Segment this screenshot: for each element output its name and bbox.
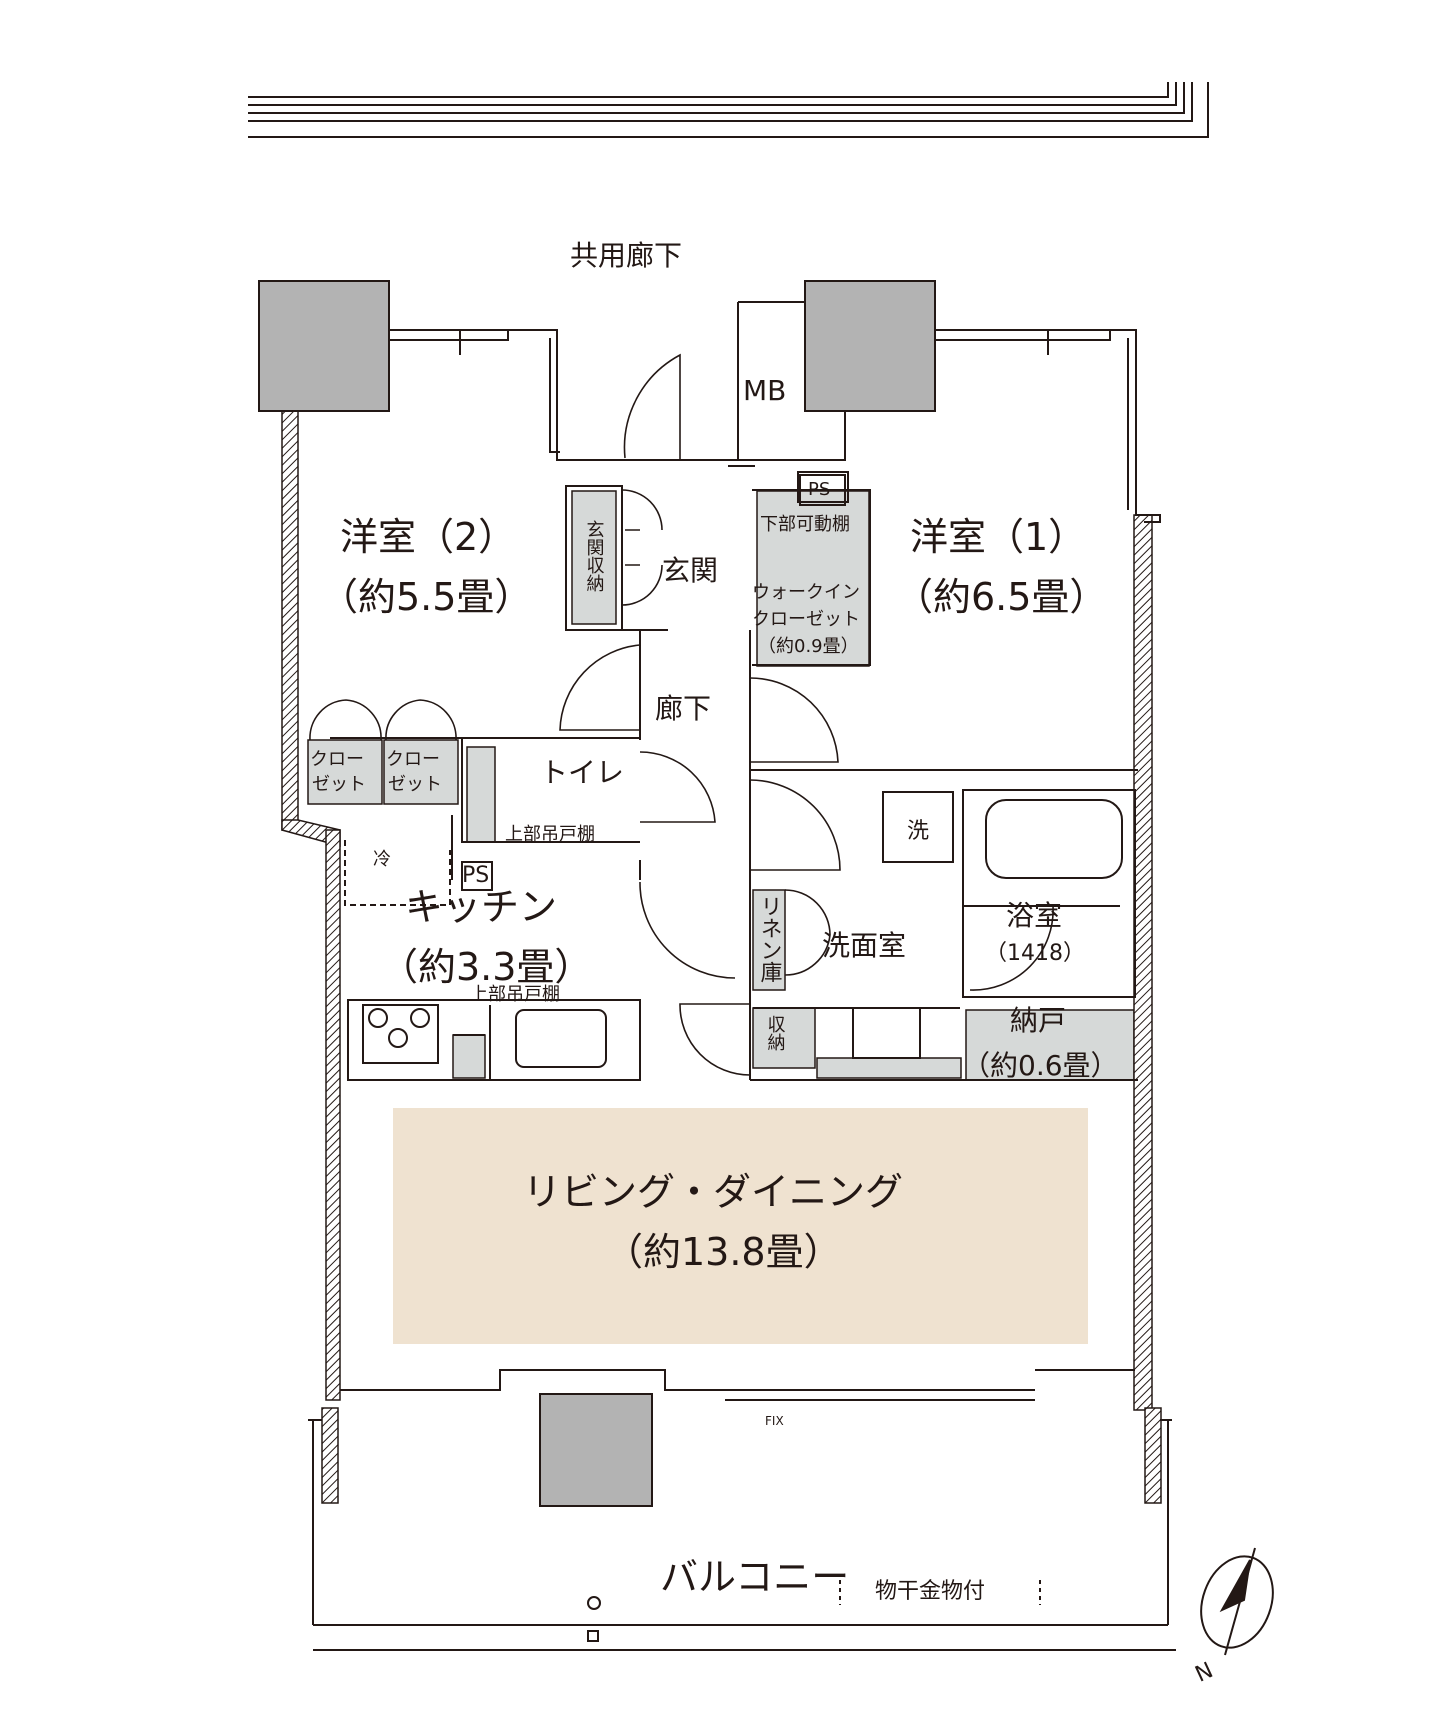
hallway-label: 廊下 (655, 692, 711, 725)
closet-a-line2: ゼット (312, 774, 366, 795)
nando-name: 納戸 (1010, 1004, 1066, 1037)
kitchen-size: （約3.3畳） (380, 945, 592, 989)
wic-line1: ウォークイン (752, 582, 860, 603)
closet-b-line1: クロー (386, 749, 440, 770)
entrance-storage-fill (571, 490, 617, 625)
living-floor (393, 1108, 1088, 1344)
fridge-label: 冷 (373, 849, 391, 870)
north-compass (1200, 1547, 1274, 1656)
closet-doors-room2 (309, 699, 457, 741)
bath-size: （1418） (985, 941, 1085, 966)
upper-cabinet-1: 上部吊戸棚 (505, 824, 595, 845)
room2-size: （約5.5畳） (320, 575, 532, 619)
bath-door (969, 905, 1054, 991)
mb-label: MB (743, 374, 786, 407)
balcony-label: バルコニー (660, 1555, 849, 1599)
room1-door (749, 677, 839, 763)
closet-b-line2: ゼット (388, 774, 442, 795)
column-nw (258, 280, 390, 412)
closet-a-fill (307, 739, 383, 805)
wall-balcony-east (1144, 1407, 1162, 1504)
closet-a-line1: クロー (310, 749, 364, 770)
hatched-walls (281, 409, 1162, 1504)
wic-fill (756, 490, 870, 667)
washer-label: 洗 (907, 819, 929, 844)
lower-shelf-label: 下部可動棚 (760, 514, 850, 535)
living-name: リビング・ダイニング (523, 1170, 903, 1214)
wall-east (1133, 514, 1153, 1411)
drying-label: 物干金物付 (875, 1579, 985, 1604)
room2-door (559, 644, 641, 731)
wic-line2: クローゼット (752, 609, 860, 630)
exterior-lines (248, 82, 1209, 138)
entrance-storage-doors (621, 489, 663, 606)
toilet-label: トイレ (540, 756, 624, 789)
column-n (804, 280, 936, 412)
bath-name: 浴室 (1006, 899, 1062, 932)
walls (308, 301, 1176, 1651)
living-size: （約13.8畳） (605, 1230, 842, 1274)
upper-cabinet-2: 上部吊戸棚 (470, 984, 560, 1005)
kitchen-door (639, 881, 736, 979)
kitchen-cab-fill (452, 1034, 486, 1079)
nando-size: （約0.6畳） (962, 1049, 1119, 1082)
storage-fills (307, 490, 1135, 1081)
north-label: N (1192, 1658, 1217, 1688)
wall-west-upper (281, 409, 299, 831)
entrance-storage-label: 玄関収納 (584, 520, 605, 592)
storage-door (679, 1003, 751, 1076)
wall-west-lower (325, 829, 341, 1401)
toilet-door (639, 751, 716, 823)
kitchen-name: キッチン (405, 885, 557, 929)
ps-top-label: PS (808, 479, 830, 500)
linen-label: リネン庫 (757, 895, 783, 983)
washroom-label: 洗面室 (822, 929, 906, 962)
entry-door (623, 353, 681, 460)
ps-kitchen-label: PS (462, 863, 489, 888)
washroom-shelf-fill (816, 1057, 962, 1079)
room1-name: 洋室（1） (910, 515, 1086, 559)
doors (309, 353, 1054, 1076)
fix-label: FIX (765, 1414, 784, 1428)
linen-fill (752, 889, 786, 991)
room1-size: （約6.5畳） (895, 575, 1107, 619)
linen-door (784, 889, 831, 976)
columns (258, 280, 936, 1507)
toilet-cab-fill (466, 746, 496, 843)
column-s (539, 1393, 653, 1507)
closet-b-fill (383, 739, 459, 805)
room2-name: 洋室（2） (340, 515, 516, 559)
small-storage-fill (752, 1007, 816, 1069)
bath-door-corridor (749, 779, 841, 871)
labels: 共用廊下 MB PS 下部可動棚 洋室（2） （約5.5畳） 洋室（1） （約6… (310, 239, 1217, 1688)
entrance-label: 玄関 (662, 554, 718, 587)
nando-fill (965, 1009, 1135, 1081)
small-storage-label: 収納 (765, 1015, 786, 1051)
corridor-label: 共用廊下 (570, 239, 682, 272)
wic-line3: （約0.9畳） (758, 636, 859, 657)
wall-balcony-west (321, 1407, 339, 1504)
